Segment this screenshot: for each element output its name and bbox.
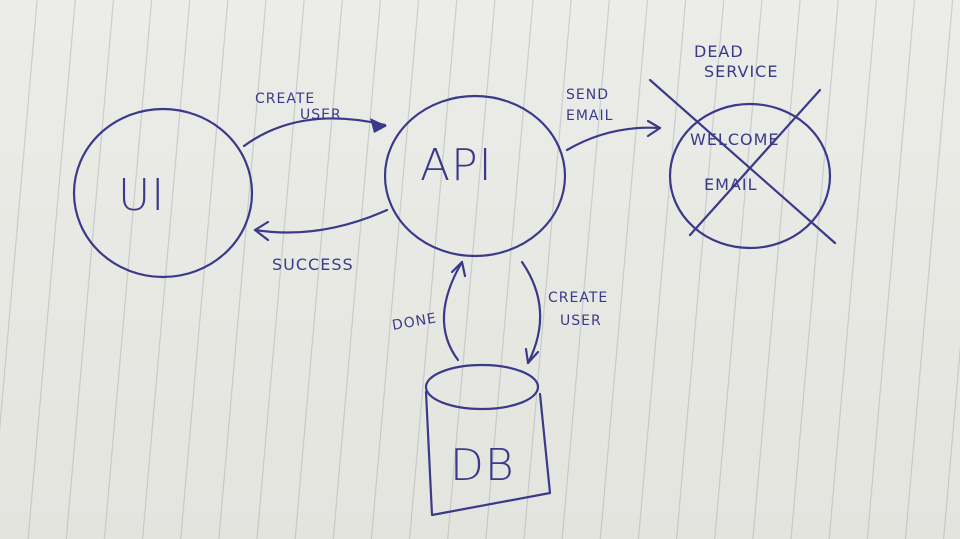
node-ui: UI — [72, 107, 254, 279]
welcome-label-line2: EMAIL — [704, 175, 758, 194]
cross-out-line-2 — [688, 88, 822, 237]
cross-out-line-1 — [648, 78, 837, 245]
node-api: API — [383, 94, 567, 258]
db-label: DB — [450, 440, 515, 491]
edge-success: SUCCESS — [253, 208, 389, 274]
db-create-user-arrow-line — [520, 260, 542, 365]
welcome-label-line1: WELCOME — [690, 130, 780, 149]
node-welcome-email: WELCOME EMAIL — [648, 78, 837, 250]
welcome-email-circle — [668, 102, 832, 250]
done-label: DONE — [391, 310, 438, 334]
ui-label: UI — [118, 170, 165, 221]
db-create-user-label-line1: CREATE — [548, 290, 608, 306]
ui-circle — [72, 107, 254, 279]
send-email-label-line1: SEND — [566, 87, 609, 103]
node-db: DB — [424, 363, 552, 517]
api-label: API — [420, 140, 493, 191]
edge-send-email: SEND EMAIL — [565, 87, 662, 152]
send-email-arrowhead — [646, 119, 662, 138]
success-arrow-line — [253, 208, 389, 234]
db-cylinder-body — [424, 390, 552, 517]
success-arrowhead — [253, 220, 270, 242]
done-arrow-line — [442, 260, 464, 362]
create-user-arrow-line — [242, 117, 387, 148]
edge-create-user-api-db: CREATE USER — [520, 260, 608, 365]
send-email-label-line2: EMAIL — [566, 108, 613, 124]
create-user-label-line1: CREATE — [255, 91, 315, 107]
send-email-arrow-line — [565, 126, 662, 152]
db-create-user-arrowhead — [524, 347, 540, 365]
success-label: SUCCESS — [272, 255, 354, 274]
api-circle — [383, 94, 567, 258]
db-create-user-label-line2: USER — [560, 313, 602, 329]
create-user-label-line2: USER — [300, 107, 342, 123]
edge-done: DONE — [391, 260, 467, 362]
done-arrowhead — [450, 260, 467, 278]
edge-create-user-ui-api: CREATE USER — [242, 91, 387, 148]
dead-service-line2: SERVICE — [704, 62, 778, 81]
create-user-arrowhead — [370, 118, 387, 133]
dead-service-line1: DEAD — [694, 42, 744, 61]
annotation-dead-service: DEAD SERVICE — [694, 42, 778, 81]
db-cylinder-top — [424, 363, 540, 411]
